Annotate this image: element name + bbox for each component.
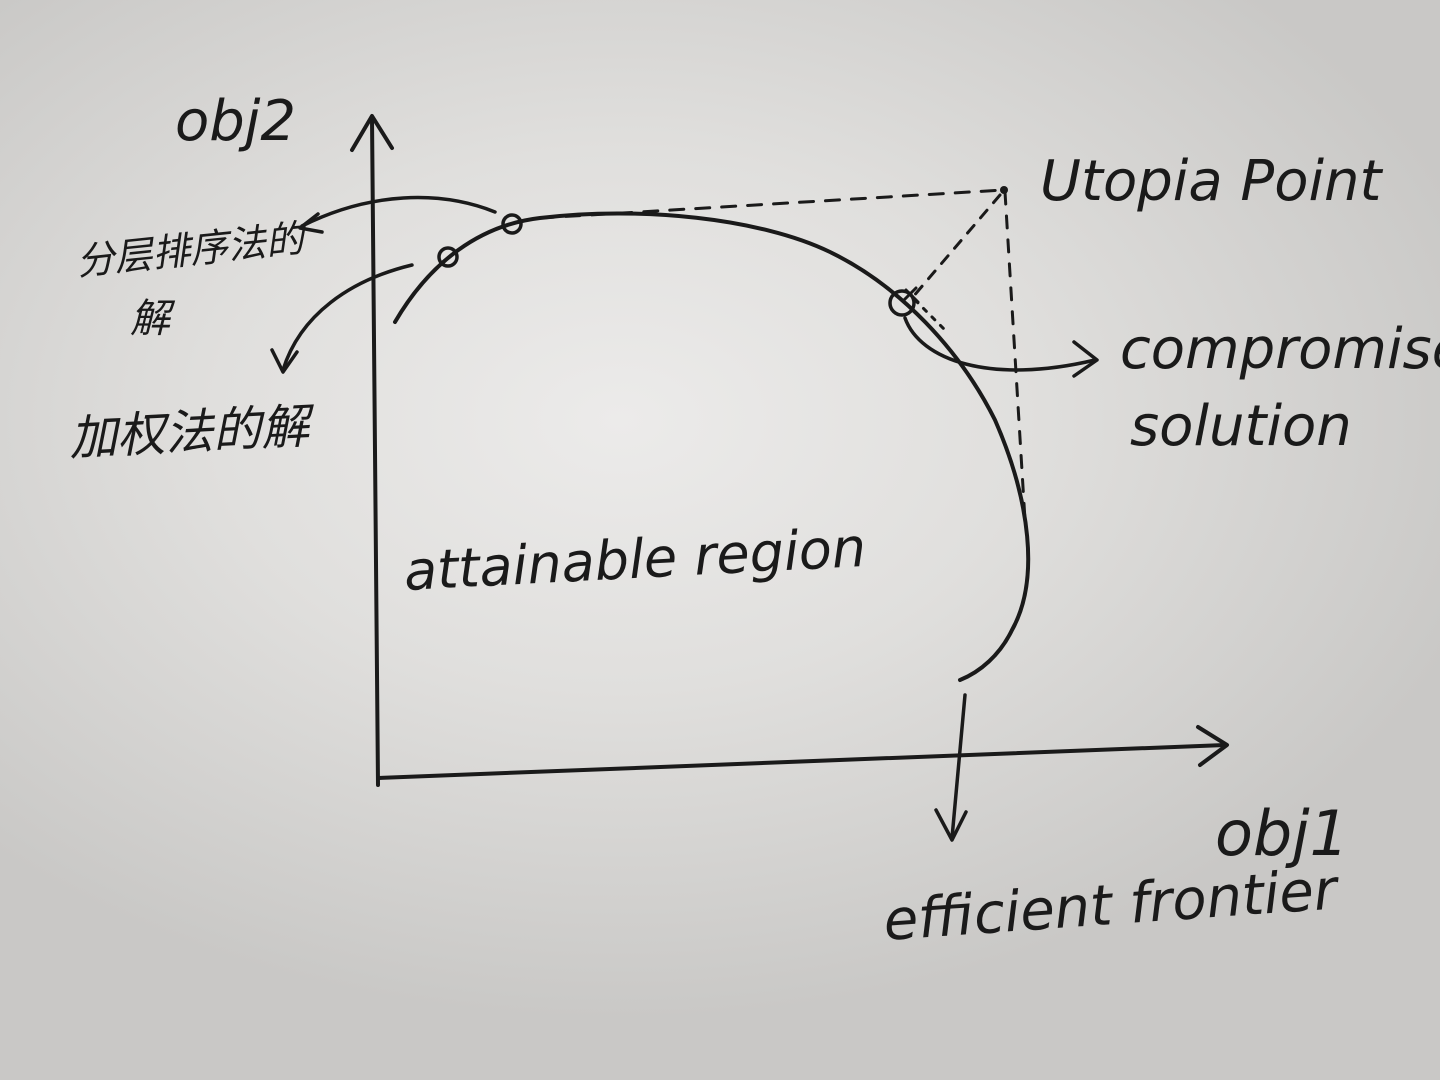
hierarchical-solution-label-line2: 解	[130, 296, 176, 342]
utopia-vertical-dashed	[1003, 190, 1027, 522]
utopia-horizontal-dashed	[538, 188, 1005, 220]
compromise-dotted-ray	[913, 298, 947, 332]
y-axis-arrowhead	[350, 114, 394, 152]
x-axis-line	[376, 743, 1227, 780]
hierarchical-solution-label-line1: 分层排序法的	[74, 216, 309, 284]
solution-markers	[437, 213, 920, 317]
utopia-to-compromise-dashed	[910, 193, 1002, 300]
compromise-solution-marker	[888, 289, 916, 317]
utopia-guides	[538, 186, 1027, 522]
hierarchical-arrow	[300, 195, 497, 228]
weighted-solution-label: 加权法的解	[68, 398, 318, 467]
efficient-frontier-label: efficient frontier	[881, 857, 1341, 954]
compromise-marker-cross	[902, 286, 920, 304]
compromise-arrow	[903, 316, 1097, 372]
utopia-point-dot	[1000, 186, 1008, 194]
compromise-arrowhead	[1072, 340, 1099, 378]
annotation-arrows	[270, 195, 1099, 842]
compromise-label-line1: compromise	[1120, 317, 1440, 382]
hierarchical-arrowhead	[298, 212, 324, 234]
attainable-region-label: attainable region	[402, 516, 867, 603]
x-axis-arrowhead	[1196, 725, 1229, 767]
y-axis-label: obj2	[175, 89, 296, 154]
axes	[350, 114, 1229, 787]
compromise-label-line2: solution	[1130, 394, 1352, 459]
x-axis-label: obj1	[1215, 797, 1349, 870]
weighted-arrowhead	[270, 348, 299, 374]
hierarchical-solution-marker	[501, 213, 523, 235]
frontier-arrow	[950, 693, 967, 840]
weighted-solution-marker	[437, 246, 459, 268]
y-axis-line	[370, 116, 380, 787]
frontier-arrowhead	[934, 808, 968, 842]
utopia-point-label: Utopia Point	[1040, 149, 1384, 214]
efficient-frontier-curve	[393, 211, 1031, 682]
weighted-arrow	[281, 263, 414, 372]
